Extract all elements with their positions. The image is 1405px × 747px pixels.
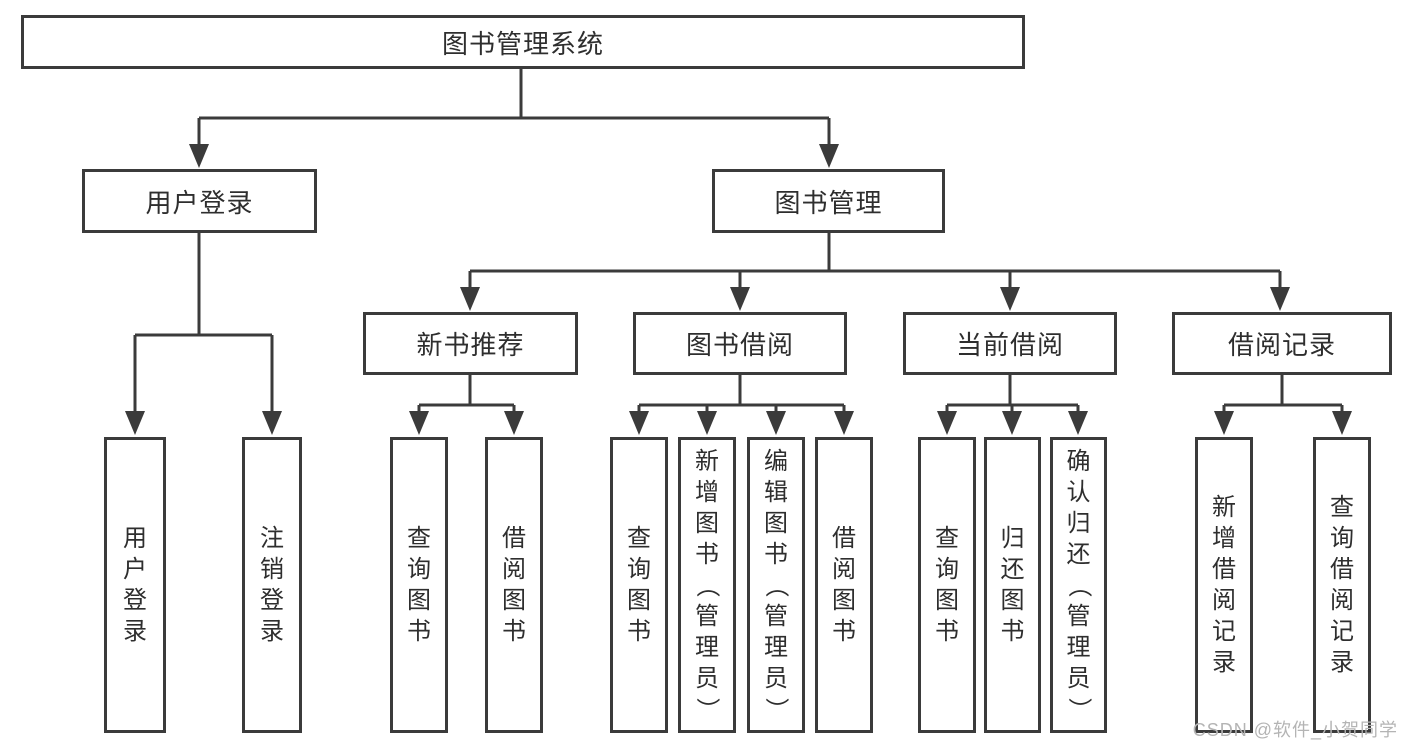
node-book-management: 图书管理	[712, 169, 945, 233]
connector-current-to-leaves	[945, 375, 1080, 415]
leaf-confirm-return-admin: 确认归还（管理员）	[1050, 437, 1107, 733]
arrowhead	[819, 144, 839, 168]
leaf-add-books-admin: 新增图书（管理员）	[678, 437, 736, 733]
node-current-borrowing: 当前借阅	[903, 312, 1117, 375]
leaf-search-books: 查询图书	[918, 437, 976, 733]
arrowhead	[766, 411, 786, 435]
arrowheads	[125, 144, 1352, 435]
arrowhead	[629, 411, 649, 435]
arrowhead	[262, 411, 282, 435]
arrowhead	[937, 411, 957, 435]
connector-mgmt-to-level3	[468, 233, 1282, 291]
leaf-search-books: 查询图书	[390, 437, 448, 733]
node-library-management-system: 图书管理系统	[21, 15, 1025, 69]
leaf-search-books: 查询图书	[610, 437, 668, 733]
connector-borrow-to-leaves	[637, 375, 846, 415]
node-borrowing-records: 借阅记录	[1172, 312, 1392, 375]
leaf-search-borrow-record: 查询借阅记录	[1313, 437, 1371, 733]
connector-root-to-level2	[197, 69, 831, 148]
leaf-user-login: 用户登录	[104, 437, 166, 733]
arrowhead	[504, 411, 524, 435]
connector-login-to-leaves	[133, 233, 274, 415]
arrowhead	[730, 287, 750, 311]
leaf-borrow-books: 借阅图书	[815, 437, 873, 733]
node-book-borrowing: 图书借阅	[633, 312, 847, 375]
arrowhead	[1002, 411, 1022, 435]
node-user-login: 用户登录	[82, 169, 317, 233]
arrowhead	[189, 144, 209, 168]
arrowhead	[125, 411, 145, 435]
arrowhead	[1000, 287, 1020, 311]
leaf-logout: 注销登录	[242, 437, 302, 733]
arrowhead	[460, 287, 480, 311]
leaf-add-borrow-record: 新增借阅记录	[1195, 437, 1253, 733]
node-new-book-recommendation: 新书推荐	[363, 312, 578, 375]
connector-newbooks-to-leaves	[417, 375, 516, 415]
arrowhead	[697, 411, 717, 435]
arrowhead	[1332, 411, 1352, 435]
leaf-borrow-books: 借阅图书	[485, 437, 543, 733]
leaf-return-books: 归还图书	[984, 437, 1041, 733]
arrowhead	[1214, 411, 1234, 435]
arrowhead	[834, 411, 854, 435]
leaf-edit-books-admin: 编辑图书（管理员）	[747, 437, 805, 733]
csdn-watermark: CSDN @软件_小贺同学	[1192, 720, 1398, 740]
arrowhead	[1270, 287, 1290, 311]
connector-records-to-leaves	[1222, 375, 1344, 415]
arrowhead	[409, 411, 429, 435]
arrowhead	[1068, 411, 1088, 435]
